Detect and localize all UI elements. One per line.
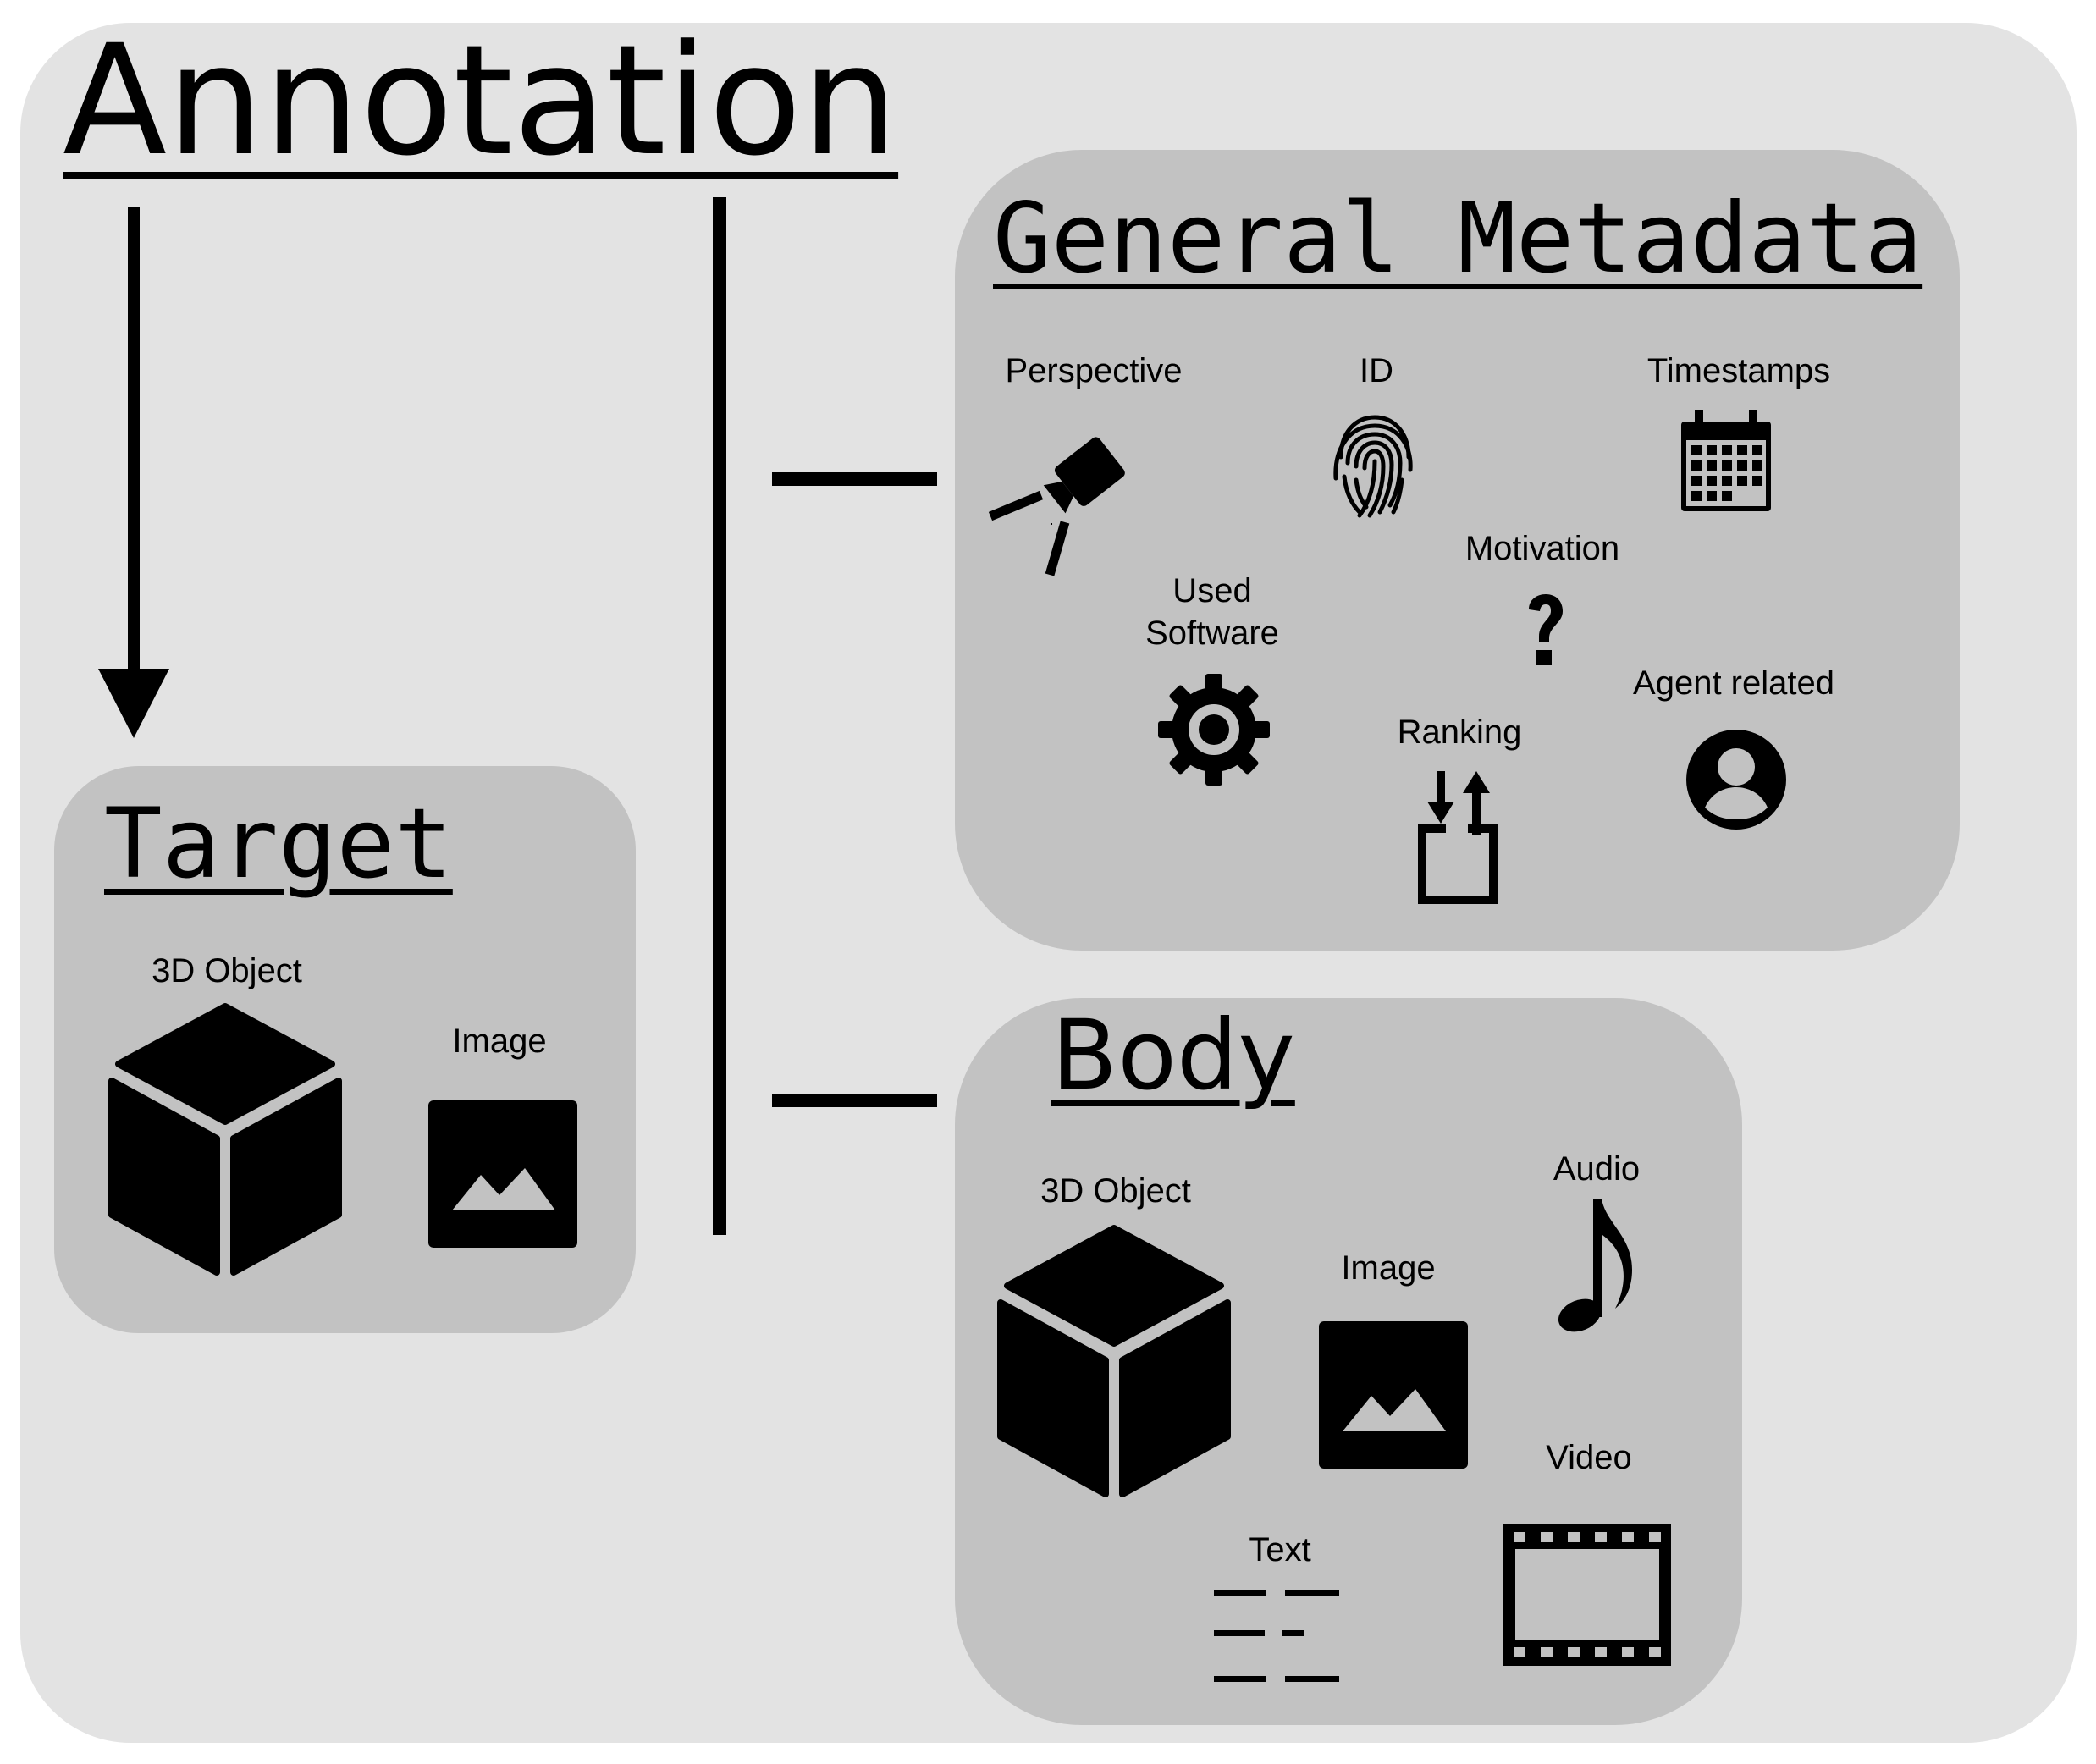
target-image-icon (428, 1100, 577, 1248)
arrow-down-icon (98, 669, 169, 738)
video-label: Video (1546, 1439, 1632, 1476)
used-software-label-line1: Used (1172, 572, 1252, 609)
timestamps-label: Timestamps (1646, 352, 1831, 389)
connector-to-general-metadata (772, 472, 937, 486)
target-title: Target (104, 787, 453, 900)
used-software-label-line2: Software (1145, 615, 1279, 652)
body-image-label: Image (1341, 1249, 1436, 1287)
arrow-shaft (128, 207, 140, 673)
film-strip-icon (1503, 1524, 1671, 1666)
text-label: Text (1249, 1531, 1311, 1568)
body-image-icon (1319, 1321, 1468, 1469)
body-3d-object-label: 3D Object (1040, 1172, 1191, 1210)
ranking-label: Ranking (1397, 714, 1522, 751)
calendar-icon (1681, 410, 1771, 511)
general-metadata-panel (955, 150, 1960, 951)
id-label: ID (1360, 352, 1393, 389)
annotation-title: Annotation (63, 13, 899, 190)
body-title: Body (1051, 999, 1295, 1111)
fingerprint-icon (1333, 415, 1413, 518)
audio-label: Audio (1553, 1150, 1641, 1188)
target-image-label: Image (452, 1023, 547, 1060)
target-cube-icon (108, 1003, 342, 1276)
question-mark-icon (1529, 594, 1563, 665)
motivation-label: Motivation (1464, 530, 1620, 567)
vertical-connector (713, 197, 726, 1235)
camera-tripod-icon (988, 437, 1125, 576)
body-cube-icon (997, 1225, 1231, 1497)
gear-icon (1158, 674, 1270, 786)
agent-related-label: Agent related (1633, 664, 1834, 702)
perspective-label: Perspective (1005, 352, 1183, 389)
music-note-icon (1558, 1199, 1632, 1332)
general-metadata-title: General Metadata (993, 182, 1923, 295)
target-3d-object-label: 3D Object (152, 952, 302, 989)
user-avatar-icon (1686, 730, 1786, 830)
text-lines-icon (1214, 1590, 1339, 1682)
connector-to-body (772, 1094, 937, 1107)
ranking-arrows-box-icon (1418, 771, 1498, 904)
